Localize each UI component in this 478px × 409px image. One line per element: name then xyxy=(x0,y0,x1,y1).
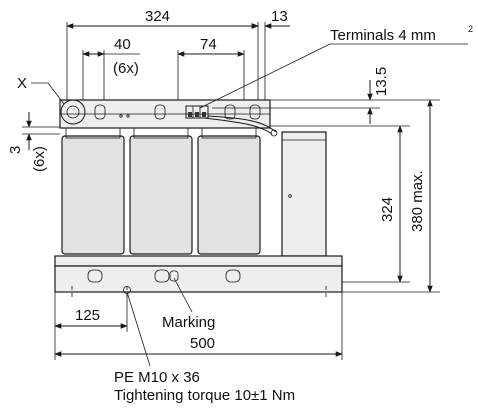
base-width-label: 500 xyxy=(190,335,215,352)
top-yoke xyxy=(59,99,271,129)
terminals-label: Terminals 4 mm xyxy=(330,27,436,44)
pe-leader xyxy=(126,291,151,367)
dim-top-right xyxy=(240,22,290,100)
marking-leader xyxy=(173,277,193,313)
dim-base-width xyxy=(54,292,343,360)
dim-max-height xyxy=(342,99,440,293)
detail-x-label: X xyxy=(17,75,27,92)
terminals-superscript: 2 xyxy=(468,24,473,34)
dim-pitch xyxy=(82,50,140,100)
top-right-label: 13 xyxy=(271,8,288,25)
coil-right xyxy=(197,127,261,255)
detail-x-circle xyxy=(60,99,86,125)
top-width-label: 324 xyxy=(145,8,170,25)
spacing-label: 74 xyxy=(200,36,217,53)
dim-bottom-offset xyxy=(54,292,128,332)
dim-core-height xyxy=(270,125,410,283)
terminals-leader xyxy=(199,43,468,109)
pitch-count-label: (6x) xyxy=(113,60,139,77)
dim-terminal-offset xyxy=(212,80,440,124)
bottom-offset-label: 125 xyxy=(75,307,100,324)
pe-label: PE M10 x 36 xyxy=(114,369,200,386)
dim-top-width xyxy=(66,22,259,100)
dim-side-gap xyxy=(22,112,60,150)
x-leader xyxy=(31,82,65,105)
terminal-offset-label: 13.5 xyxy=(373,67,390,96)
max-height-label: 380 max. xyxy=(409,170,426,232)
side-gap-label: 3 xyxy=(7,146,24,154)
side-cover xyxy=(203,115,327,257)
marking-label: Marking xyxy=(162,314,215,331)
side-gap-count-label: (6x) xyxy=(31,146,48,172)
coil-middle xyxy=(129,127,193,255)
pitch-label: 40 xyxy=(114,36,131,53)
coil-left xyxy=(61,127,125,255)
dim-spacing xyxy=(177,50,245,100)
core-height-label: 324 xyxy=(379,197,396,222)
base-frame xyxy=(54,255,343,300)
torque-label: Tightening torque 10±1 Nm xyxy=(114,387,295,404)
terminal-block xyxy=(185,105,209,119)
